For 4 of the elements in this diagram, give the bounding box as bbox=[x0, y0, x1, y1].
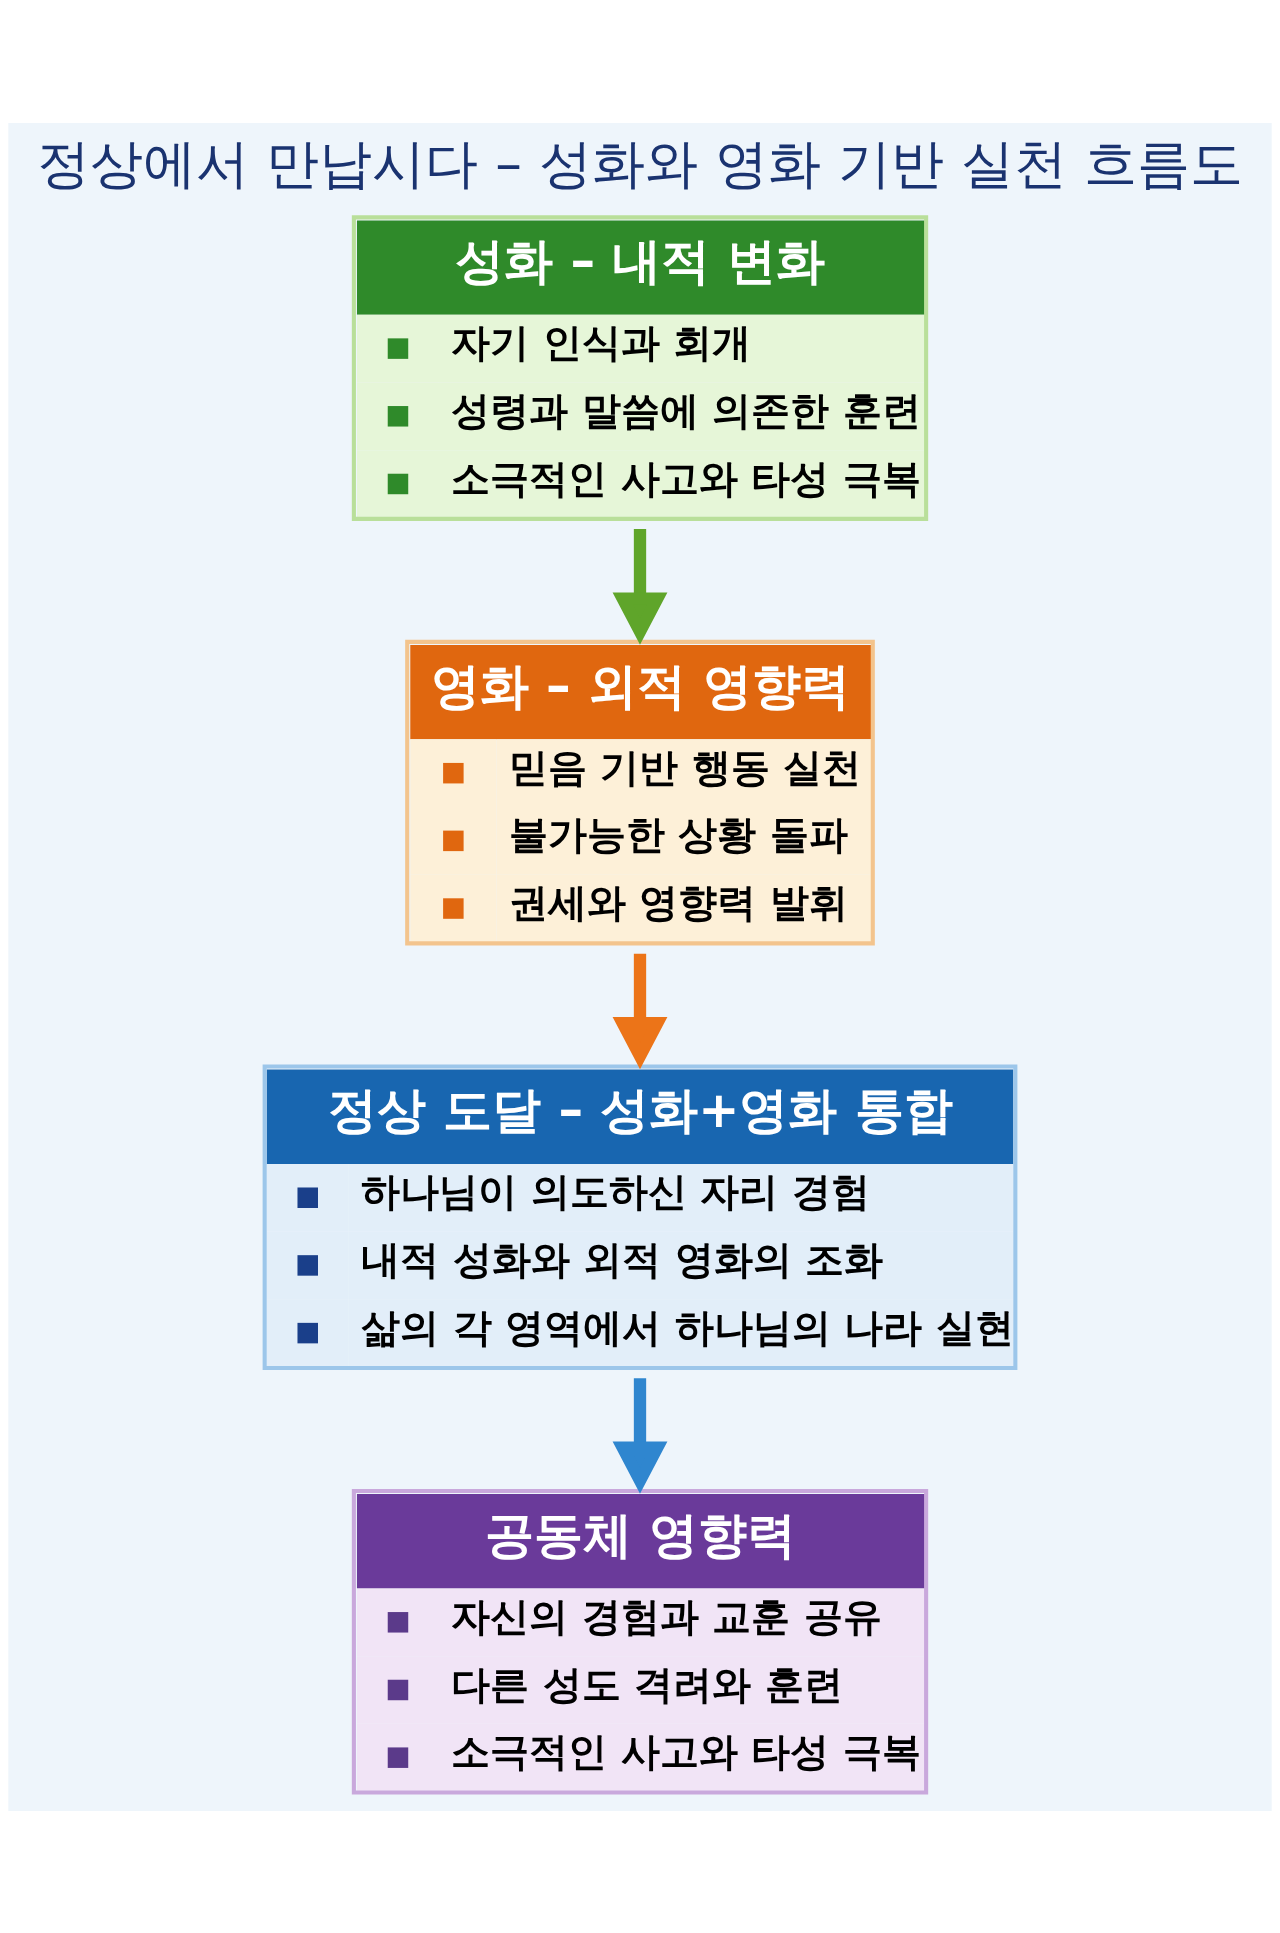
diagram-title: 정상에서 만납시다 – 성화와 영화 기반 실천 흐름도 bbox=[37, 132, 1243, 195]
arrow bbox=[612, 953, 668, 1069]
arrow bbox=[612, 528, 668, 645]
arrow bbox=[612, 1377, 668, 1494]
